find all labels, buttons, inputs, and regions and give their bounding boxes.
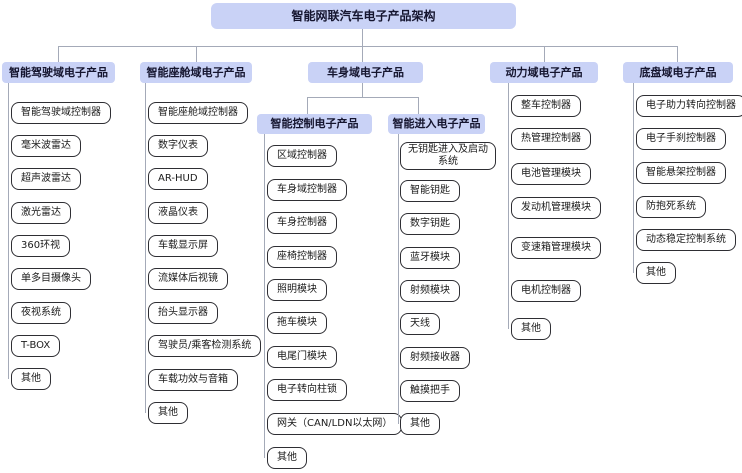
tree-node: 抬头显示器 [148, 302, 218, 324]
tree-node: 其他 [148, 402, 188, 424]
tree-node: 电子手刹控制器 [636, 128, 726, 150]
tree-node: 电子助力转向控制器 [636, 95, 742, 117]
tree-node: 超声波雷达 [11, 168, 81, 190]
domain-header-chassis: 底盘域电子产品 [623, 62, 733, 83]
tree-node: 数字钥匙 [400, 213, 460, 235]
connector-line [362, 29, 363, 46]
connector-line [398, 134, 399, 424]
tree-node: 座椅控制器 [267, 246, 337, 268]
connector-line [307, 97, 419, 98]
tree-node: 热管理控制器 [511, 128, 591, 150]
tree-node: 整车控制器 [511, 95, 581, 117]
tree-node: 毫米波雷达 [11, 135, 81, 157]
tree-node: 防抱死系统 [636, 196, 706, 218]
tree-node: 拖车模块 [267, 312, 327, 334]
tree-node: 蓝牙模块 [400, 247, 460, 269]
connector-line [8, 83, 9, 379]
connector-line [544, 46, 545, 62]
tree-node: 电尾门模块 [267, 346, 337, 368]
connector-line [362, 83, 363, 97]
tree-node: 数字仪表 [148, 135, 208, 157]
group-header-smart-control: 智能控制电子产品 [257, 114, 372, 134]
connector-line [145, 83, 146, 413]
tree-node: T-BOX [11, 335, 61, 357]
tree-node: 车身域控制器 [267, 179, 347, 201]
tree-node: 电机控制器 [511, 280, 581, 302]
tree-node: 动态稳定控制系统 [636, 229, 736, 251]
tree-node: 智能钥匙 [400, 180, 460, 202]
tree-node: 激光雷达 [11, 202, 71, 224]
domain-header-body: 车身域电子产品 [308, 62, 423, 83]
group-header-smart-entry: 智能进入电子产品 [388, 114, 485, 134]
domain-header-powertrain: 动力域电子产品 [490, 62, 598, 83]
connector-line [418, 97, 419, 114]
tree-node: 照明模块 [267, 279, 327, 301]
tree-node: 无钥匙进入及启动系统 [400, 142, 496, 170]
domain-header-cockpit: 智能座舱域电子产品 [140, 62, 252, 83]
root-node: 智能网联汽车电子产品架构 [211, 3, 516, 29]
tree-node: 360环视 [11, 235, 71, 257]
tree-node: 电池管理模块 [511, 163, 591, 185]
connector-line [508, 83, 509, 329]
tree-node: 驾驶员/乘客检测系统 [148, 335, 262, 357]
connector-line [58, 46, 678, 47]
connector-line [58, 46, 59, 62]
tree-node: 变速箱管理模块 [511, 237, 601, 259]
tree-node: 天线 [400, 313, 440, 335]
connector-line [677, 46, 678, 62]
connector-line [633, 83, 634, 273]
tree-node: 区域控制器 [267, 145, 337, 167]
tree-node: 流媒体后视镜 [148, 268, 228, 290]
domain-header-driving: 智能驾驶域电子产品 [2, 62, 115, 83]
tree-node: 网关（CAN/LDN以太网） [267, 413, 403, 435]
tree-node: 射频模块 [400, 280, 460, 302]
tree-node: 电子转向柱锁 [267, 379, 347, 401]
tree-node: 射频接收器 [400, 347, 470, 369]
tree-node: 发动机管理模块 [511, 197, 601, 219]
tree-node: 其他 [400, 413, 440, 435]
tree-node: 其他 [267, 447, 307, 469]
tree-node: 智能悬架控制器 [636, 162, 726, 184]
connector-line [307, 97, 308, 114]
tree-node: 其他 [636, 262, 676, 284]
tree-node: AR-HUD [148, 168, 208, 190]
tree-node: 其他 [11, 368, 51, 390]
tree-node: 夜视系统 [11, 302, 71, 324]
connector-line [264, 134, 265, 458]
tree-node: 车载功效与音箱 [148, 369, 238, 391]
tree-node: 单多目摄像头 [11, 268, 91, 290]
tree-node: 液晶仪表 [148, 202, 208, 224]
connector-line [196, 46, 197, 62]
tree-node: 车身控制器 [267, 212, 337, 234]
tree-node: 触摸把手 [400, 380, 460, 402]
tree-node: 智能驾驶域控制器 [11, 102, 111, 124]
tree-node: 车载显示屏 [148, 235, 218, 257]
connector-line [362, 46, 363, 62]
tree-node: 智能座舱域控制器 [148, 102, 248, 124]
tree-node: 其他 [511, 318, 551, 340]
